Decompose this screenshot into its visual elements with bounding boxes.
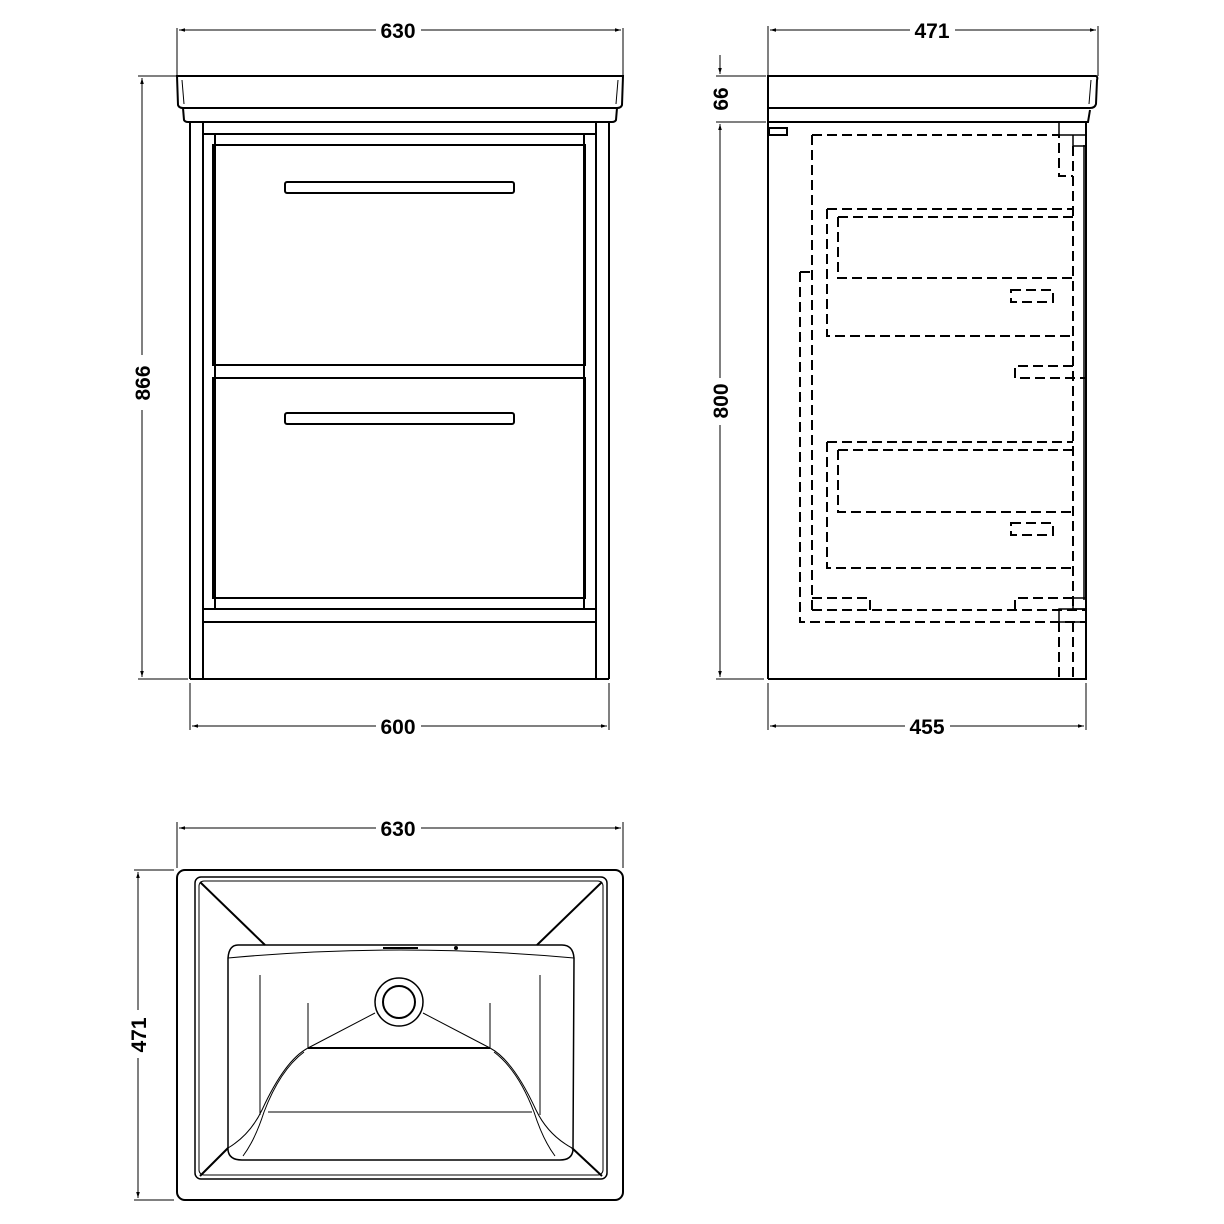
dimension-top-depth: 471 xyxy=(128,869,174,1201)
dimension-front-bottom-width: 600 xyxy=(189,683,610,739)
dim-label-side-depth-top: 471 xyxy=(914,20,949,43)
waste-outer xyxy=(374,977,424,1027)
dim-label-front-width-bottom: 600 xyxy=(380,716,415,739)
basin-front xyxy=(175,75,625,123)
dim-label-cabinet-height: 800 xyxy=(710,383,733,418)
overflow-detail xyxy=(768,127,788,136)
front-view: 630 866 xyxy=(132,20,625,739)
dimension-front-top-width: 630 xyxy=(176,20,624,76)
dimension-top-width: 630 xyxy=(176,818,624,868)
dim-label-basin-height: 66 xyxy=(710,87,733,110)
top-view: 630 471 xyxy=(128,818,624,1201)
dimension-cabinet-height: 800 xyxy=(710,124,764,680)
dimension-front-height: 866 xyxy=(132,75,188,680)
basin-inner-rim xyxy=(194,876,608,1180)
drawer-handle-top xyxy=(284,181,515,194)
drawer-handle-bottom xyxy=(284,412,515,425)
dim-label-front-height: 866 xyxy=(132,365,155,400)
side-view: 471 66 800 xyxy=(710,20,1099,739)
dimension-basin-height: 66 xyxy=(710,55,766,143)
drawer-top xyxy=(212,144,586,366)
dim-label-top-width: 630 xyxy=(380,818,415,841)
dim-label-top-depth: 471 xyxy=(128,1017,151,1052)
dimension-side-top-depth: 471 xyxy=(767,20,1099,76)
basin-side xyxy=(767,75,1099,123)
dim-label-front-width-top: 630 xyxy=(380,20,415,43)
bowl-outline xyxy=(227,944,575,1161)
waste-icon xyxy=(382,985,416,1019)
hidden-lines xyxy=(799,134,1086,679)
tap-hole xyxy=(454,946,458,950)
dimension-side-bottom-depth: 455 xyxy=(767,683,1087,739)
cabinet-front xyxy=(189,122,610,680)
drawer-bottom xyxy=(212,377,586,599)
cabinet-side xyxy=(767,122,1087,680)
dim-label-side-depth-bottom: 455 xyxy=(909,716,944,739)
basin-rim xyxy=(176,869,624,1201)
